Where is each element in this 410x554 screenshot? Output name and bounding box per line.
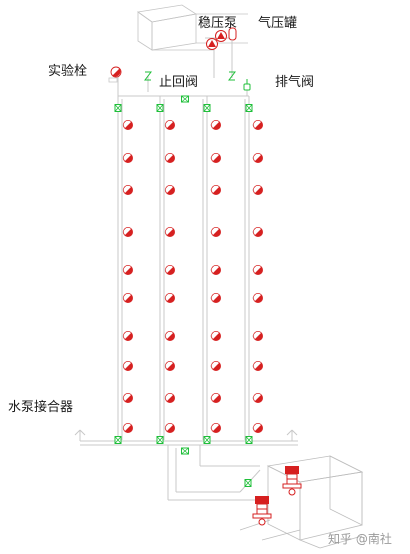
pressure-pump-set <box>205 27 237 50</box>
hydrant-cabinet-icon <box>163 226 176 238</box>
label-test-hydrant: 实验栓 <box>48 64 88 79</box>
hydrant-cabinet-icon <box>209 330 222 342</box>
hydrant-cabinet-icon <box>209 152 222 164</box>
hydrant-cabinet-icon <box>163 292 176 304</box>
hydrant-cabinet-icon <box>251 226 264 238</box>
hydrant-cabinet-icon <box>121 330 134 342</box>
hydrant-cabinet-icon <box>163 184 176 196</box>
pipe-network <box>74 40 298 501</box>
hydrant-cabinet-icon <box>251 330 264 342</box>
hydrant-cabinet-icon <box>163 360 176 372</box>
check-valve-symbols <box>144 71 236 81</box>
fire-pump-upper <box>282 466 302 496</box>
hydrant-cabinet-icon <box>251 422 264 434</box>
test-hydrant <box>108 66 122 83</box>
hydrant-cabinet-icon <box>209 360 222 372</box>
label-pump-adapter: 水泵接合器 <box>8 400 74 415</box>
label-pressure-pump: 稳压泵 <box>198 16 238 31</box>
fire-pump-lower <box>252 496 272 526</box>
hydrant-cabinet-icon <box>251 119 264 131</box>
hydrant-cabinet-icon <box>163 330 176 342</box>
hydrant-cabinet-icon <box>251 184 264 196</box>
hydrant-cabinet-icon <box>121 226 134 238</box>
hydrant-cabinet-icon <box>121 152 134 164</box>
hydrant-cabinet-icon <box>251 392 264 404</box>
hydrant-array <box>121 119 264 434</box>
hydrant-cabinet-icon <box>121 360 134 372</box>
hydrant-cabinet-icon <box>121 292 134 304</box>
hydrant-cabinet-icon <box>163 392 176 404</box>
hydrant-cabinet-icon <box>163 152 176 164</box>
hydrant-cabinet-icon <box>209 184 222 196</box>
hydrant-cabinet-icon <box>121 392 134 404</box>
hydrant-cabinet-icon <box>209 264 222 276</box>
label-exhaust-valve: 排气阀 <box>275 75 315 90</box>
gate-valves <box>114 95 253 487</box>
hydrant-cabinet-icon <box>121 264 134 276</box>
label-check-valve: 止回阀 <box>159 75 199 90</box>
hydrant-cabinet-icon <box>209 422 222 434</box>
hydrant-cabinet-icon <box>163 119 176 131</box>
hydrant-cabinet-icon <box>163 422 176 434</box>
hydrant-cabinet-icon <box>121 422 134 434</box>
top-water-tank <box>136 4 248 51</box>
hydrant-cabinet-icon <box>121 184 134 196</box>
hydrant-cabinet-icon <box>209 292 222 304</box>
watermark: 知乎 @南社 <box>328 532 392 546</box>
hydrant-cabinet-icon <box>209 392 222 404</box>
hydrant-cabinet-icon <box>251 292 264 304</box>
hydrant-cabinet-icon <box>251 264 264 276</box>
label-pressure-tank: 气压罐 <box>258 16 298 31</box>
hydrant-cabinet-icon <box>251 152 264 164</box>
hydrant-cabinet-icon <box>163 264 176 276</box>
exhaust-valve <box>243 79 251 91</box>
hydrant-cabinet-icon <box>209 226 222 238</box>
hydrant-cabinet-icon <box>251 360 264 372</box>
hydrant-cabinet-icon <box>121 119 134 131</box>
hydrant-cabinet-icon <box>209 119 222 131</box>
